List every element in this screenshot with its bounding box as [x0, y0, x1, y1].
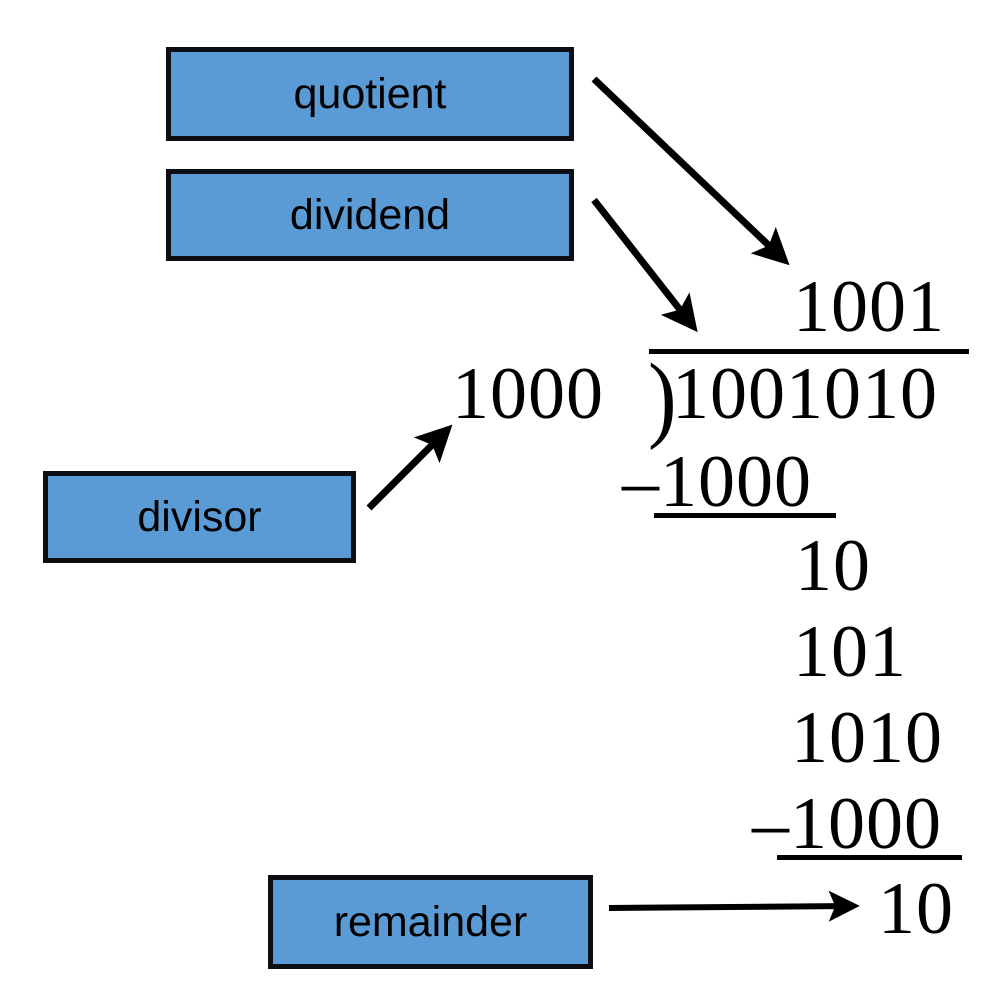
partial-remainder-2-digits: 101: [793, 611, 907, 693]
subtract-second-digits: –1000: [752, 783, 942, 865]
final-remainder-digits: 10: [878, 868, 954, 950]
label-box-remainder[interactable]: remainder: [268, 875, 593, 969]
partial-remainder-1-digits: 10: [795, 525, 871, 607]
subtract-first-rule: [654, 513, 836, 518]
label-box-dividend-text: dividend: [289, 190, 451, 239]
subtract-second-rule: [777, 855, 962, 860]
quotient-digits: 1001: [793, 266, 945, 348]
label-box-quotient-text: quotient: [293, 69, 447, 118]
remainder-arrow: [608, 890, 860, 922]
division-vinculum-rule: [649, 349, 969, 354]
divisor-arrow: [366, 424, 453, 511]
divisor-digits: 1000: [452, 353, 604, 435]
label-box-remainder-text: remainder: [333, 897, 528, 946]
partial-remainder-3-digits: 1010: [791, 697, 943, 779]
label-box-divisor[interactable]: divisor: [43, 471, 356, 563]
division-bracket-icon: ): [648, 343, 678, 451]
label-box-dividend[interactable]: dividend: [166, 169, 574, 261]
quotient-arrow: [591, 76, 790, 266]
label-box-divisor-text: divisor: [137, 492, 262, 541]
label-box-quotient[interactable]: quotient: [166, 47, 574, 141]
dividend-digits: 1001010: [672, 353, 938, 435]
dividend-arrow: [591, 197, 698, 333]
subtract-first-digits: –1000: [622, 441, 812, 523]
